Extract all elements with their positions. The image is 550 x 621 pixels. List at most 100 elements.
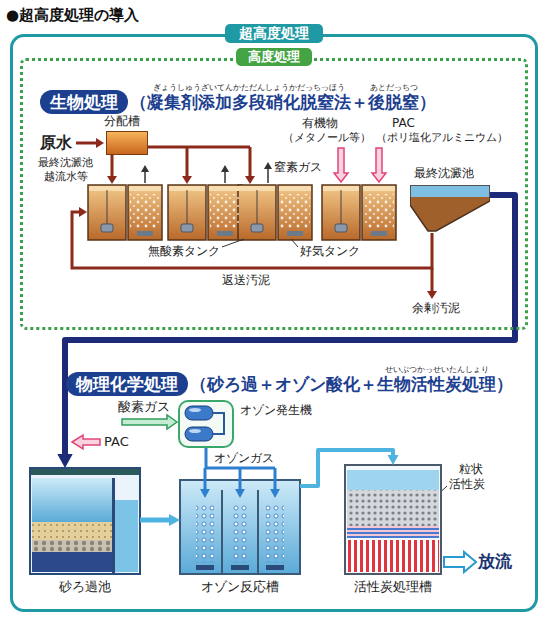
gas-label: 窒素ガス (274, 160, 322, 174)
generator-pipe (213, 413, 224, 434)
ozone-tank (180, 480, 300, 574)
chemical-label: PAC (392, 116, 415, 130)
sludge-label: 返送汚泥 (222, 273, 270, 287)
gas-arrows-part (267, 168, 269, 183)
reaction-tanks-part (209, 186, 241, 191)
ruby-reading: あとだっちつ (370, 83, 418, 93)
sand-filter-part (115, 500, 138, 572)
inflow-note: 越流水等 (44, 170, 88, 183)
reaction-tanks-part (251, 224, 263, 232)
reaction-tanks-part (208, 185, 242, 240)
section-subtitle: （砂ろ過＋オゾン酸化＋生物活性炭処理） (190, 374, 513, 394)
flow-pipes (72, 143, 432, 292)
reaction-tanks-part (364, 194, 394, 228)
reaction-tanks-part (210, 194, 240, 228)
region-tab: 超高度処理 (225, 24, 323, 43)
reaction-tanks-part (341, 190, 342, 225)
carbon-tank-part (347, 490, 439, 526)
treatment-tank: 砂ろ過池 (30, 468, 140, 574)
carbon-tank-part (347, 526, 439, 538)
connector-line (274, 468, 277, 490)
ruby-reading: せいぶつかっせいたんしょり (385, 365, 489, 375)
clarifier-shape (410, 185, 490, 233)
section-pill: 物理化学処理 (66, 372, 188, 396)
chemical-label: （ポリ塩化アルミニウム） (376, 131, 508, 144)
ozone-tank-part (196, 505, 214, 563)
discharge-arrow-part (444, 552, 476, 572)
arrow-head (57, 454, 72, 468)
dosing-arrows-part (334, 148, 348, 182)
chemical-label: 有機物 (302, 116, 338, 130)
chemical-label: PAC (104, 434, 129, 450)
leader-lines-part (222, 239, 244, 247)
arrow-head (200, 489, 210, 498)
reaction-tanks-part (181, 224, 193, 232)
ozone-tank-part (180, 480, 300, 574)
outer-region: 超高度処理高度処理生物処理分配槽最終沈澱池物理化学処理オゾン発生機砂ろ過池オゾン… (10, 34, 538, 612)
gas-arrows (141, 162, 272, 183)
sand-filter-part (30, 468, 140, 574)
oxygen-arrow (122, 415, 177, 429)
ozone-generator: オゾン発生機 (178, 400, 234, 448)
media-label: 粒状 (459, 462, 483, 476)
reaction-tanks-part (287, 231, 303, 236)
connector-line (140, 518, 170, 523)
reaction-tanks-part (362, 185, 396, 240)
connector-line (65, 195, 515, 455)
dosing-arrows-part (72, 435, 100, 449)
ozone-tank-part (196, 565, 214, 570)
gas-arrows-part (224, 171, 226, 183)
reaction-tanks-part (279, 186, 311, 191)
oxygen-arrow-part (122, 415, 177, 429)
sand-filter-part (32, 540, 112, 552)
clarifier-sludge (410, 197, 490, 231)
carbon-tank-part (345, 465, 441, 574)
flow-arrowheads-part (182, 176, 192, 184)
carbon-tank-part (347, 540, 439, 572)
flow-pipes-part (431, 268, 434, 292)
carbon-tank (345, 465, 441, 574)
ruby-reading: ぎょうしゅうざいてんかただんしょうかだっちっほう (153, 83, 345, 93)
arrow-head (235, 489, 245, 498)
reaction-tanks-part (363, 186, 395, 191)
flow-pipes-part (72, 212, 432, 268)
reaction-tanks-part (335, 224, 347, 232)
ozone-tank-part (231, 565, 249, 570)
flow-pipes-part (148, 146, 250, 149)
reaction-tanks-part (187, 190, 188, 225)
arrow-head (169, 514, 180, 526)
tank-label: 活性炭処理槽 (354, 579, 432, 595)
sludge-label: 余剰汚泥 (412, 301, 460, 315)
inflow-note: 最終沈澱池 (38, 156, 93, 169)
clarifier-outline (410, 185, 490, 231)
reaction-tanks-part (129, 186, 161, 191)
flow-arrowheads-part (427, 291, 437, 299)
reaction-tanks-part (278, 185, 312, 240)
region-tab: 高度処理 (236, 48, 312, 66)
connector-line (204, 468, 207, 490)
reaction-tanks-part (128, 185, 162, 240)
connector-line (300, 450, 393, 486)
reaction-tanks-part (130, 194, 160, 228)
treatment-tank: オゾン反応槽 (180, 480, 300, 574)
gas-arrows-part (264, 162, 272, 169)
flow-arrowheads-part (107, 176, 117, 184)
reaction-tanks-part (322, 185, 360, 240)
tank-label: 最終沈澱池 (414, 166, 474, 180)
equipment-label: オゾン発生機 (240, 403, 312, 417)
reaction-tanks-part (217, 231, 233, 236)
tank-type-label: 無酸素タンク (148, 244, 220, 258)
leader-lines-part (291, 239, 298, 247)
inflow-label: 原水 (40, 133, 72, 152)
arrow-head (388, 455, 399, 465)
reaction-tanks (88, 185, 396, 240)
distribution-tank: 分配槽 (106, 131, 148, 155)
ozone-tank-part (266, 505, 284, 563)
reaction-tanks-part (371, 231, 387, 236)
connector (200, 448, 280, 498)
ozone-tank-part (257, 490, 259, 573)
flow-pipes-part (111, 155, 114, 177)
section-label: 生物処理 (50, 92, 118, 112)
flow-pipes-part (76, 142, 98, 145)
generator-symbol (180, 402, 232, 446)
